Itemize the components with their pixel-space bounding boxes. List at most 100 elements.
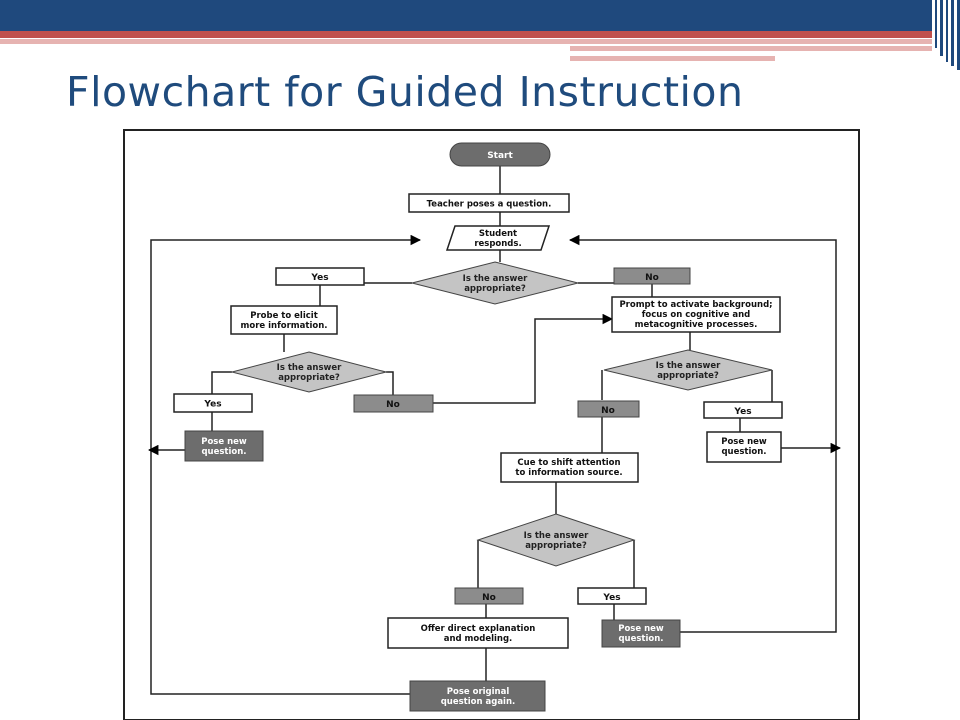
no-box-1-label: No	[645, 273, 659, 283]
yes-box-3-rect	[703, 401, 783, 419]
decision-3-diamond	[603, 349, 773, 391]
pose-new-right-box	[706, 431, 782, 463]
header-pink-bar-short	[570, 46, 932, 51]
no-box-2-label: No	[386, 400, 400, 410]
no-box-4: No	[454, 587, 524, 605]
header-stripe-2	[940, 0, 943, 56]
header-blue-bar	[0, 0, 932, 31]
start-label: Start	[487, 151, 513, 161]
pose-original-box	[409, 680, 546, 712]
cue-node: Cue to shift attention to information so…	[500, 452, 639, 483]
probe-node: Probe to elicit more information.	[230, 305, 338, 335]
no-box-4-label: No	[482, 593, 496, 603]
connector-no-to-prompt	[433, 313, 614, 404]
prompt-line-2: focus on cognitive and	[642, 310, 751, 320]
prompt-box	[611, 296, 781, 333]
decision-1-line-2: appropriate?	[464, 284, 526, 294]
header-red-bar	[0, 31, 932, 38]
decision-3-line-2: appropriate?	[657, 371, 719, 381]
student-responds-node: Student responds.	[445, 225, 551, 251]
yes-box-1: Yes	[275, 267, 365, 286]
header-stripe-1	[935, 0, 937, 48]
offer-node: Offer direct explanation and modeling.	[387, 617, 569, 649]
pose-new-left-line-1: Pose new	[201, 437, 247, 447]
decision-2: Is the answer appropriate?	[230, 351, 388, 393]
cue-line-1: Cue to shift attention	[517, 458, 620, 468]
cue-box	[500, 452, 639, 483]
student-responds-line-2: responds.	[474, 239, 521, 249]
connector-loop-left	[150, 234, 422, 695]
pose-new-bottom-node: Pose new question.	[601, 619, 681, 648]
offer-line-1: Offer direct explanation	[421, 624, 536, 634]
pose-new-right-line-2: question.	[721, 447, 766, 457]
pose-new-left-node: Pose new question.	[184, 430, 264, 462]
pose-new-left-box	[184, 430, 264, 462]
yes-box-4-rect	[577, 587, 647, 605]
pose-new-right-line-1: Pose new	[721, 437, 767, 447]
header-pink-bar-tail	[570, 56, 775, 61]
slide-title: Flowchart for Guided Instruction	[66, 68, 744, 116]
decision-2-diamond	[230, 351, 388, 393]
yes-box-2-label: Yes	[203, 400, 221, 410]
no-box-2-rect	[353, 394, 434, 413]
decision-3-line-1: Is the answer	[656, 361, 721, 371]
decision-3: Is the answer appropriate?	[603, 349, 773, 391]
decision-1: Is the answer appropriate?	[411, 261, 579, 305]
no-box-3-rect	[577, 400, 640, 418]
yes-box-2-rect	[173, 393, 253, 413]
decision-4-line-2: appropriate?	[525, 541, 587, 551]
no-box-3: No	[577, 400, 640, 418]
decision-1-diamond	[411, 261, 579, 305]
connector-decision2-no	[386, 371, 394, 396]
cue-line-2: to information source.	[515, 468, 622, 478]
connector-loop-right	[568, 234, 837, 633]
yes-box-3-label: Yes	[733, 407, 751, 417]
pose-new-bottom-line-1: Pose new	[618, 624, 664, 634]
prompt-node: Prompt to activate background; focus on …	[611, 296, 781, 333]
no-box-1-rect	[613, 267, 691, 285]
yes-box-1-label: Yes	[310, 273, 328, 283]
start-terminal	[449, 142, 551, 167]
prompt-line-3: metacognitive processes.	[635, 320, 758, 330]
pose-new-bottom-box	[601, 619, 681, 648]
offer-line-2: and modeling.	[444, 634, 513, 644]
teacher-poses-node: Teacher poses a question.	[408, 193, 570, 213]
decision-4-diamond	[476, 513, 636, 567]
pose-original-line-2: question again.	[441, 697, 516, 707]
pose-new-bottom-line-2: question.	[618, 634, 663, 644]
probe-line-1: Probe to elicit	[250, 311, 318, 321]
connectors	[147, 166, 842, 695]
no-box-1: No	[613, 267, 691, 285]
teacher-poses-label: Teacher poses a question.	[427, 200, 552, 210]
yes-box-1-rect	[275, 267, 365, 286]
start-node: Start	[449, 142, 551, 167]
header-stripe-4	[951, 0, 954, 66]
header-pink-bar-long	[0, 39, 932, 44]
header-stripe-5	[957, 0, 960, 70]
teacher-poses-box	[408, 193, 570, 213]
connector-decision2-yes	[211, 371, 232, 394]
student-responds-shape	[445, 225, 551, 251]
pose-new-right-node: Pose new question.	[706, 431, 782, 463]
decision-1-line-1: Is the answer	[463, 274, 528, 284]
pose-new-left-line-2: question.	[201, 447, 246, 457]
no-box-4-rect	[454, 587, 524, 605]
pose-original-node: Pose original question again.	[409, 680, 546, 712]
probe-line-2: more information.	[241, 321, 328, 331]
prompt-line-1: Prompt to activate background;	[619, 300, 772, 310]
decision-2-line-2: appropriate?	[278, 373, 340, 383]
header-stripe-3	[946, 0, 948, 62]
no-box-2: No	[353, 394, 434, 413]
yes-box-3: Yes	[703, 401, 783, 419]
yes-box-4: Yes	[577, 587, 647, 605]
student-responds-line-1: Student	[479, 229, 517, 239]
no-box-3-label: No	[601, 406, 615, 416]
pose-original-line-1: Pose original	[447, 687, 510, 697]
yes-box-4-label: Yes	[602, 593, 620, 603]
yes-box-2: Yes	[173, 393, 253, 413]
decision-4-line-1: Is the answer	[524, 531, 589, 541]
decision-4: Is the answer appropriate?	[476, 513, 636, 567]
slide-header-bars	[0, 0, 960, 70]
probe-box	[230, 305, 338, 335]
